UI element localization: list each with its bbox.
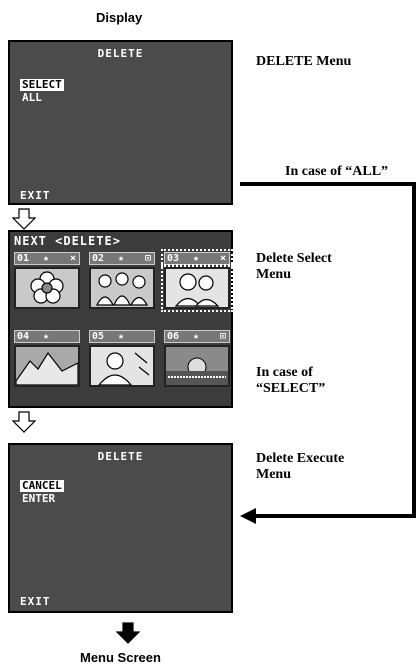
- cell-number: 06: [167, 331, 180, 342]
- label-line: Menu: [256, 267, 291, 282]
- label-delete-select-menu: Delete Select Menu: [256, 251, 332, 283]
- protect-star-icon: ★: [43, 331, 50, 342]
- menu-item-all[interactable]: ALL: [22, 91, 42, 104]
- arrow-down-icon: [12, 208, 36, 230]
- cell-number: 03: [167, 253, 180, 264]
- label-line: “SELECT”: [256, 381, 326, 396]
- protect-star-icon: ★: [118, 253, 125, 264]
- couple-thumbnail: [161, 264, 233, 312]
- lock-icon: ⊡: [144, 253, 151, 264]
- flower-thumbnail: [14, 267, 80, 309]
- exit-item[interactable]: EXIT: [20, 595, 51, 608]
- label-in-case-select: In case of “SELECT”: [256, 365, 325, 397]
- delete-execute-screen: DELETE CANCEL ENTER EXIT: [8, 443, 233, 613]
- display-heading: Display: [96, 10, 143, 25]
- person-thumbnail: [89, 345, 155, 387]
- delete-select-screen: NEXT <DELETE> 01 ★ × 02 ★ ⊡ 03 ★ × 04 ★ 05 ★ 06 ★…: [8, 230, 233, 408]
- lock-icon: ⊡: [219, 331, 226, 342]
- label-delete-menu: DELETE Menu: [256, 54, 352, 69]
- delete-mark-icon: ×: [219, 253, 226, 264]
- exit-item[interactable]: EXIT: [20, 189, 51, 202]
- screen-title: DELETE: [97, 450, 144, 463]
- protect-star-icon: ★: [193, 253, 200, 264]
- label-delete-execute-menu: Delete Execute Menu: [256, 451, 344, 483]
- label-line: In case of: [256, 365, 313, 380]
- connector-line: [252, 514, 416, 518]
- delete-mark-icon: ×: [69, 253, 76, 264]
- delete-menu-screen: DELETE SELECT ALL EXIT: [8, 40, 233, 205]
- label-line: Delete Execute: [256, 451, 345, 466]
- label-line: Delete Select: [256, 251, 332, 266]
- protect-star-icon: ★: [193, 331, 200, 342]
- protect-star-icon: ★: [43, 253, 50, 264]
- label-line: Menu: [256, 467, 291, 482]
- protect-star-icon: ★: [118, 331, 125, 342]
- menu-item-enter[interactable]: ENTER: [22, 492, 56, 505]
- menu-screen-caption: Menu Screen: [80, 650, 161, 665]
- arrow-down-icon: [12, 411, 36, 433]
- grid-header: NEXT <DELETE>: [14, 234, 121, 248]
- arrow-down-icon: [116, 622, 140, 644]
- cell-number: 05: [92, 331, 105, 342]
- sunset-thumbnail: [164, 345, 230, 387]
- arrow-left-icon: [240, 508, 256, 524]
- label-in-case-all: In case of “ALL”: [285, 164, 389, 179]
- mountain-thumbnail: [14, 345, 80, 387]
- menu-item-cancel[interactable]: CANCEL: [20, 479, 64, 492]
- cell-number: 01: [17, 253, 30, 264]
- connector-line: [412, 182, 416, 518]
- cell-number: 02: [92, 253, 105, 264]
- menu-item-select[interactable]: SELECT: [20, 78, 64, 91]
- screen-title: DELETE: [97, 47, 144, 60]
- cell-number: 04: [17, 331, 30, 342]
- connector-line: [240, 182, 416, 186]
- people-thumbnail: [89, 267, 155, 309]
